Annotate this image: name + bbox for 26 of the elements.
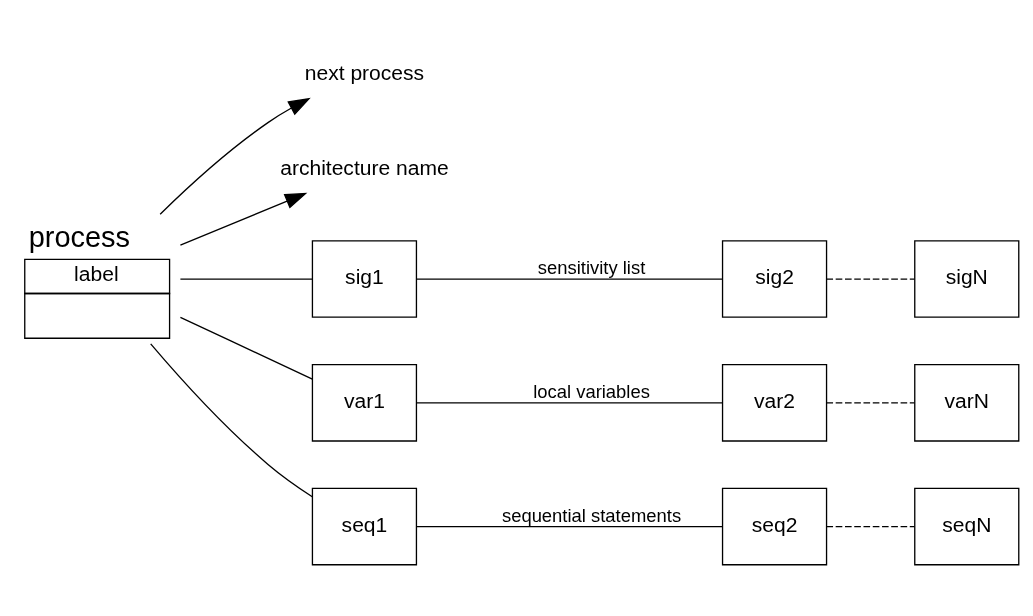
connector — [150, 343, 313, 498]
node-box: seq2 — [721, 487, 828, 566]
connector — [415, 278, 724, 280]
node-text: architecture name — [280, 155, 449, 179]
edge-label: local variables — [533, 380, 650, 402]
arrow — [159, 97, 311, 215]
edge-label: sensitivity list — [537, 257, 646, 279]
arrow — [179, 192, 308, 246]
connector — [826, 525, 916, 528]
node-box: var1 — [311, 363, 418, 442]
connector — [179, 316, 313, 380]
connector — [826, 278, 916, 280]
node-label: process — [28, 220, 131, 253]
node-box: var2 — [721, 363, 828, 442]
node-box: sig2 — [721, 240, 828, 318]
node-text: next process — [304, 60, 425, 84]
edge-label: sequential statements — [501, 504, 682, 526]
node-box: seq1 — [311, 487, 418, 566]
node-box: sigN — [914, 240, 1020, 318]
connector — [179, 278, 313, 280]
node-box: sig1 — [311, 240, 418, 318]
connector — [826, 402, 916, 404]
node-box: varN — [914, 363, 1020, 442]
node-box: seqN — [914, 487, 1020, 566]
connector — [415, 402, 724, 404]
connector — [415, 525, 724, 528]
